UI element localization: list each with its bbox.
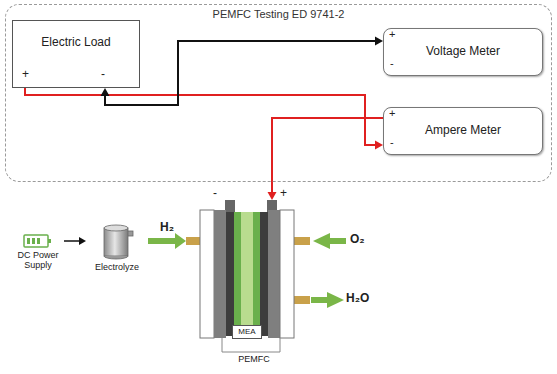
polarity-sign: + (22, 68, 29, 80)
polarity-sign: + (389, 29, 395, 40)
node-label: PEMFC (186, 354, 322, 364)
node-label: Voltage Meter (384, 45, 542, 59)
fuel-cell-stack (186, 200, 322, 368)
node-label: DC Power Supply (12, 251, 64, 271)
negative-terminal (225, 200, 235, 214)
battery-bar (27, 238, 30, 244)
polarity-sign: - (213, 187, 217, 199)
membrane (241, 212, 253, 336)
gas-diffusion-layer (226, 212, 234, 336)
gas-label: O₂ (350, 233, 365, 245)
ampere-meter-box: Ampere Meter (383, 107, 543, 155)
electrolyzer-cylinder (86, 222, 148, 260)
battery-body (24, 235, 48, 247)
wire (272, 118, 383, 194)
wire (105, 41, 377, 105)
wire (64, 240, 80, 242)
oxygen-inlet-arrow (313, 233, 346, 249)
catalyst-layer (253, 212, 260, 336)
cylinder-top (104, 225, 128, 231)
oxygen-port (294, 237, 310, 245)
node-label: Ampere Meter (384, 124, 542, 138)
arrowhead (375, 141, 383, 150)
battery-bar (32, 238, 35, 244)
polarity-sign: - (390, 137, 394, 148)
polarity-sign: + (389, 108, 395, 119)
arrowhead (101, 88, 110, 96)
flow-plate (214, 210, 226, 338)
test-bench-region: PEMFC Testing ED 9741-2Electric LoadVolt… (5, 4, 552, 182)
polarity-sign: - (101, 68, 105, 80)
end-plate (280, 210, 294, 338)
arrowhead (268, 192, 277, 200)
node-label: PEMFC Testing ED 9741-2 (6, 8, 551, 21)
battery-nub (48, 239, 51, 243)
electrolyzer: Electrolyze (86, 222, 148, 276)
arrowhead (79, 237, 86, 245)
node-label: Electric Load (13, 36, 139, 50)
gas-diffusion-layer (260, 212, 268, 336)
arrowhead (375, 37, 383, 46)
stack-holder (222, 338, 280, 352)
arrowhead (175, 233, 186, 249)
gas-flow-arrow (148, 238, 177, 244)
edge-label: H₂ (159, 220, 175, 234)
wire (25, 88, 377, 145)
pemfc-stack: PEMFC MEA (186, 200, 322, 368)
water-port (294, 296, 310, 304)
battery-icon (12, 232, 64, 250)
mea-box: MEA (232, 325, 262, 339)
node-label: Electrolyze (86, 262, 148, 272)
battery-bar (37, 238, 40, 244)
catalyst-layer (234, 212, 241, 336)
end-plate (200, 210, 214, 338)
electric-load-box: Electric Load (12, 20, 140, 88)
cylinder-body (104, 228, 128, 256)
cylinder-bottom (104, 256, 128, 259)
polarity-sign: + (280, 187, 287, 199)
dc-power-supply: DC Power Supply (12, 232, 64, 276)
hydrogen-port (186, 237, 200, 245)
flow-plate (268, 210, 280, 338)
gas-label: H₂O (346, 292, 369, 304)
voltage-meter-box: Voltage Meter (383, 28, 543, 76)
water-outlet-arrow (311, 292, 344, 308)
polarity-sign: - (390, 58, 394, 69)
node-label: MEA (233, 326, 261, 338)
